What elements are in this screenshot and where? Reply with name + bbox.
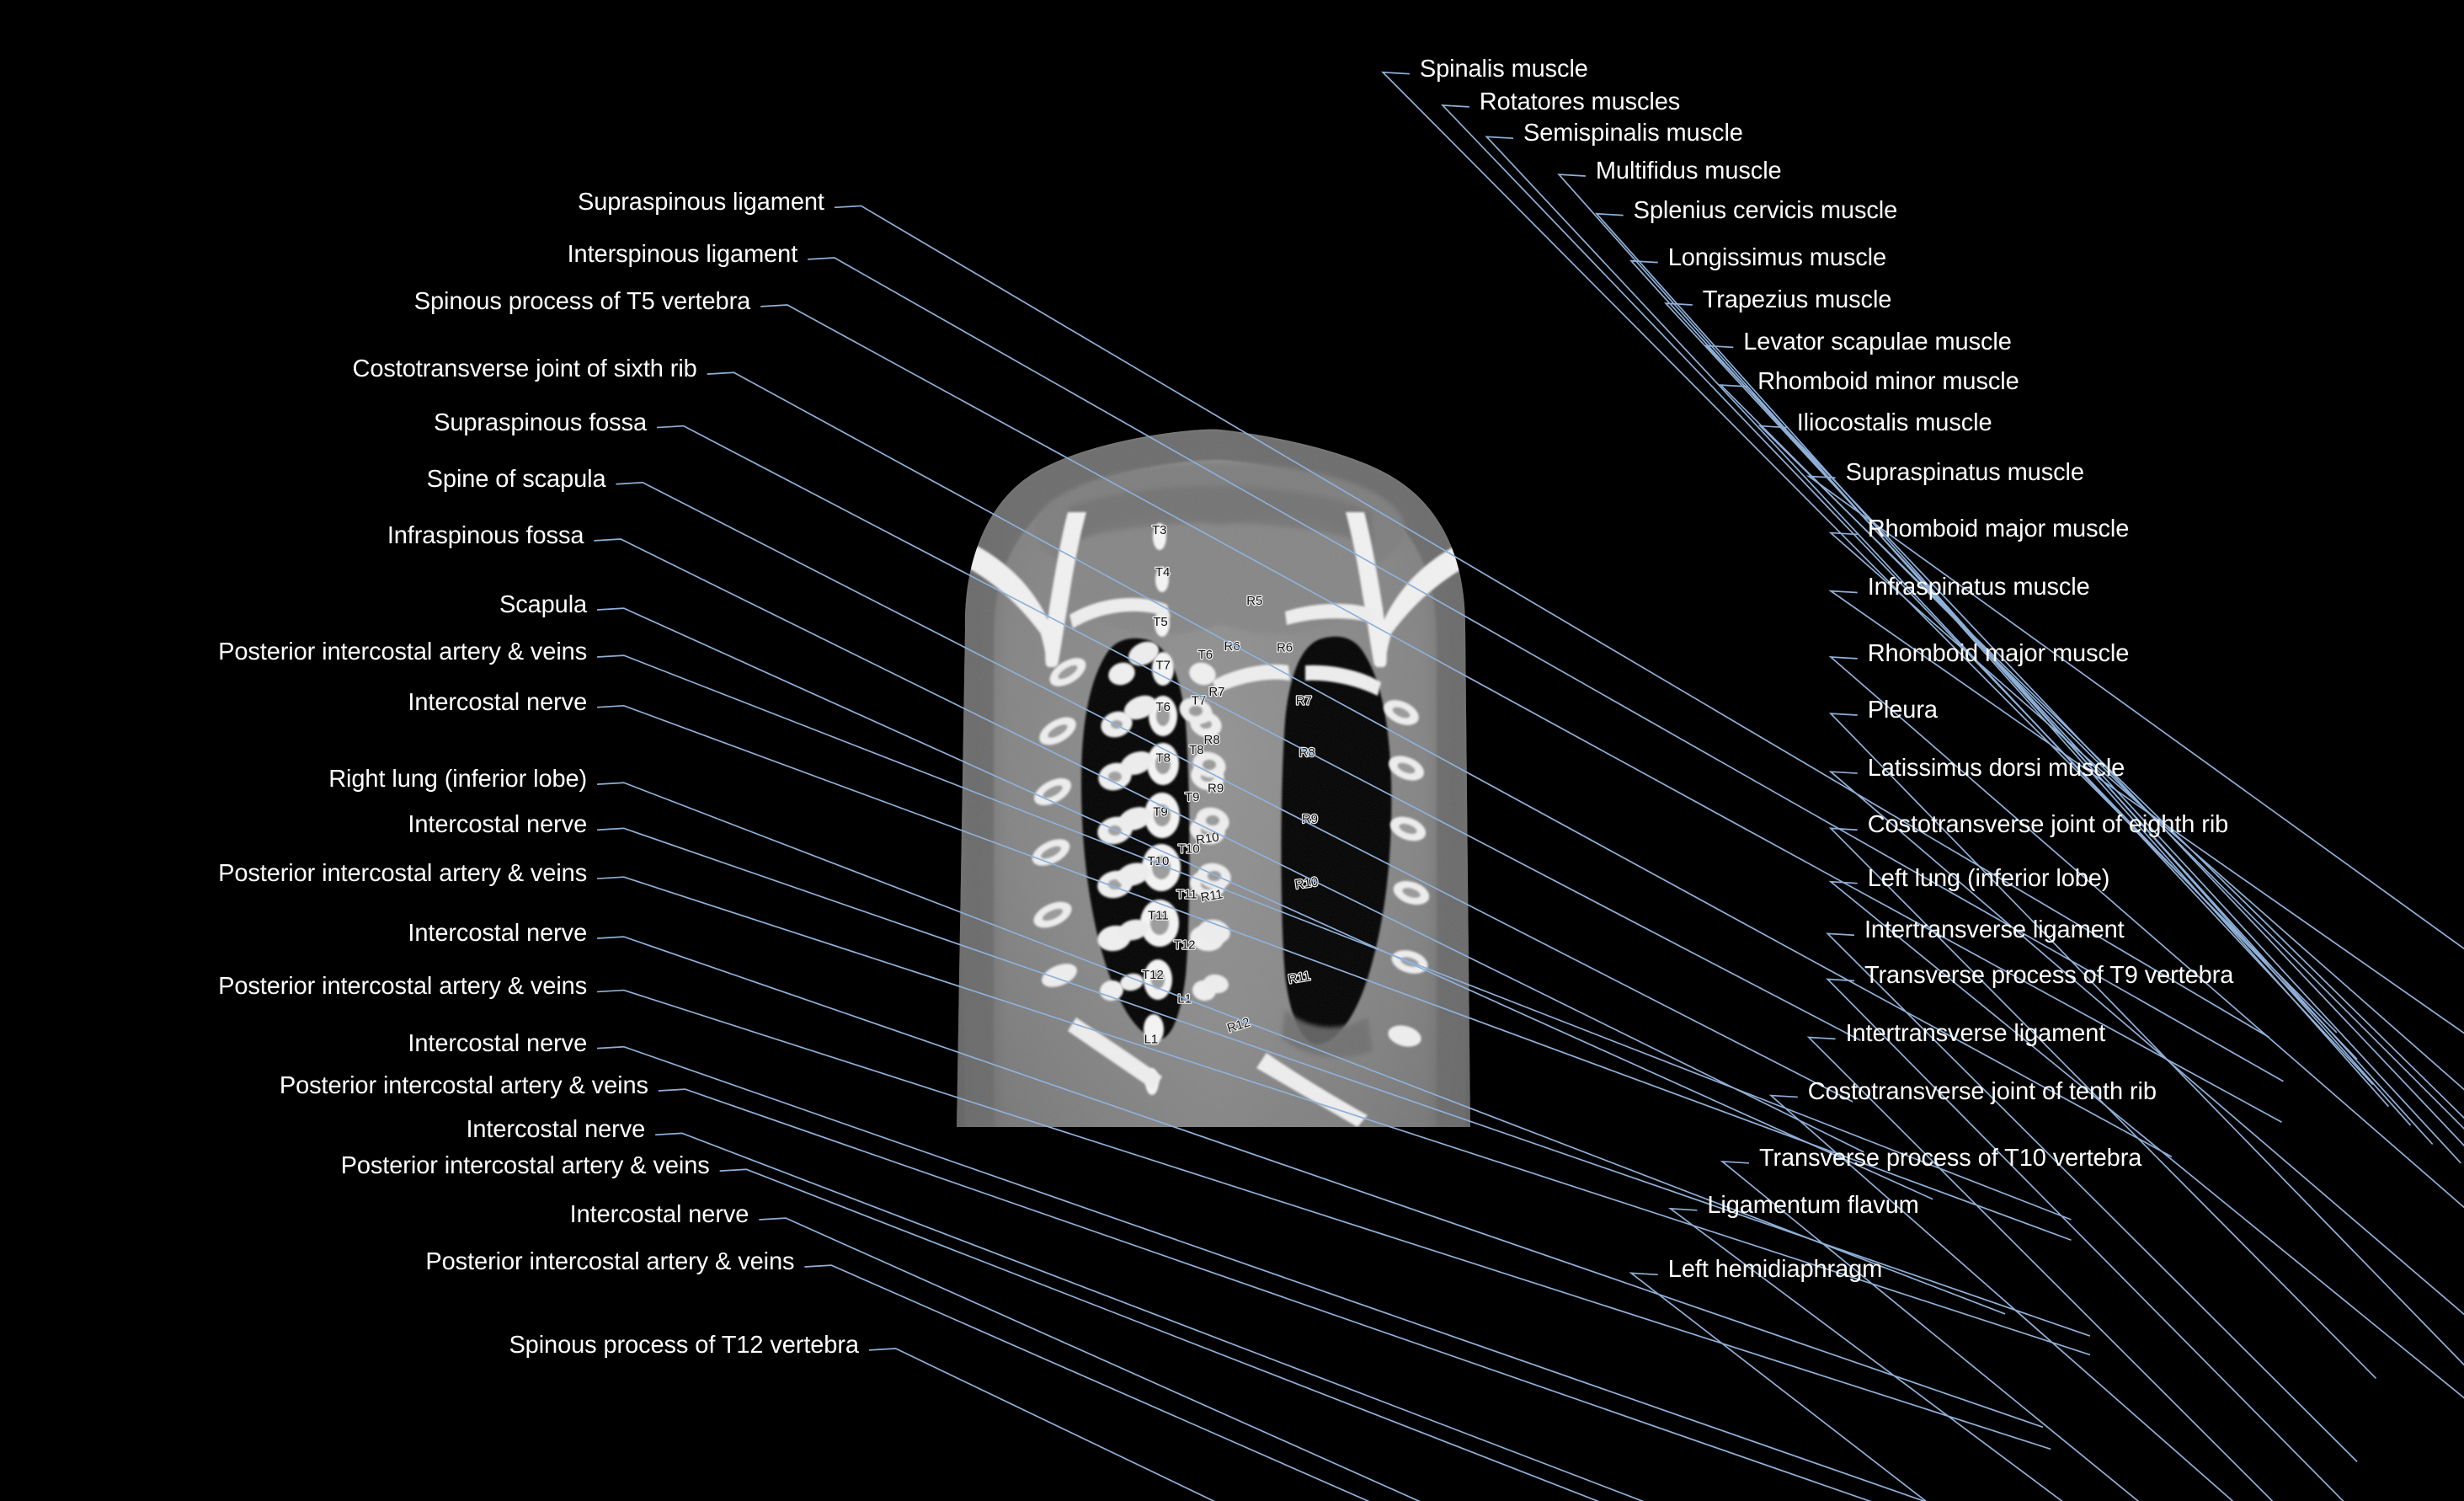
leader-line <box>1806 1036 2274 1501</box>
ct-bone-label: T6 <box>1155 700 1171 714</box>
anatomy-label-levator-scapulae-muscle[interactable]: Levator scapulae muscle <box>1743 329 2012 356</box>
anatomy-label-spine-of-scapula[interactable]: Spine of scapula <box>426 465 606 493</box>
anatomy-label-intercostal-nerve-4[interactable]: Intercostal nerve <box>408 1029 588 1057</box>
ct-bone-label: T6 <box>1198 648 1213 662</box>
ct-bone-label: R6 <box>1277 641 1293 655</box>
ct-bone-label: T8 <box>1189 743 1204 757</box>
anatomy-label-intercostal-nerve-3[interactable]: Intercostal nerve <box>408 919 588 947</box>
leader-line <box>1629 1272 1928 1501</box>
anatomy-label-supraspinatus-muscle[interactable]: Supraspinatus muscle <box>1845 459 2084 487</box>
ct-bone-label: L1 <box>1177 991 1192 1006</box>
anatomy-label-supraspinous-ligament[interactable]: Supraspinous ligament <box>577 189 824 216</box>
anatomy-label-rhomboid-major-muscle-2[interactable]: Rhomboid major muscle <box>1867 639 2130 667</box>
ct-bone-label: R5 <box>1246 594 1262 608</box>
ct-bone-label: T5 <box>1153 615 1168 629</box>
anatomy-label-spinalis-muscle[interactable]: Spinalis muscle <box>1419 55 1588 83</box>
leader-line <box>1828 590 2464 1034</box>
anatomy-label-pia-veins-2[interactable]: Posterior intercostal artery & veins <box>218 860 588 888</box>
anatomy-label-semispinalis-muscle[interactable]: Semispinalis muscle <box>1523 120 1743 147</box>
anatomy-label-longissimus-muscle[interactable]: Longissimus muscle <box>1667 243 1887 271</box>
anatomy-label-intercostal-nerve-1[interactable]: Intercostal nerve <box>408 688 588 716</box>
anatomy-label-spinous-process-t12[interactable]: Spinous process of T12 vertebra <box>509 1331 859 1359</box>
anatomy-label-supraspinous-fossa[interactable]: Supraspinous fossa <box>434 409 648 436</box>
ct-bone-label: T9 <box>1185 790 1200 804</box>
anatomy-label-infraspinous-fossa[interactable]: Infraspinous fossa <box>387 521 584 549</box>
anatomy-label-pia-veins-1[interactable]: Posterior intercostal artery & veins <box>218 638 588 665</box>
anatomy-label-pia-veins-5[interactable]: Posterior intercostal artery & veins <box>340 1152 710 1180</box>
anatomy-label-costotransverse-joint-tenth-rib[interactable]: Costotransverse joint of tenth rib <box>1807 1078 2157 1106</box>
leader-line <box>1667 1207 2063 1501</box>
anatomy-label-rhomboid-minor-muscle[interactable]: Rhomboid minor muscle <box>1757 368 2019 396</box>
anatomy-label-rotatores-muscles[interactable]: Rotatores muscles <box>1479 88 1681 115</box>
anatomy-label-infraspinatus-muscle[interactable]: Infraspinatus muscle <box>1867 574 2090 601</box>
anatomy-label-costotransverse-joint-sixth-rib[interactable]: Costotransverse joint of sixth rib <box>352 355 697 383</box>
anatomy-label-transverse-process-t10[interactable]: Transverse process of T10 vertebra <box>1758 1144 2142 1172</box>
leader-line <box>868 1348 1216 1501</box>
anatomy-label-pia-veins-6[interactable]: Posterior intercostal artery & veins <box>425 1247 795 1275</box>
ct-bone-label: R9 <box>1302 812 1318 826</box>
anatomy-label-costotransverse-joint-eighth-rib[interactable]: Costotransverse joint of eighth rib <box>1867 811 2229 839</box>
ct-bone-label: T7 <box>1192 694 1207 708</box>
leader-line <box>1629 259 2434 1145</box>
anatomy-label-left-lung-inferior-lobe[interactable]: Left lung (inferior lobe) <box>1867 864 2110 892</box>
ct-bone-label: R8 <box>1299 745 1315 760</box>
anatomy-label-pleura[interactable]: Pleura <box>1867 697 1938 724</box>
anatomy-label-multifidus-muscle[interactable]: Multifidus muscle <box>1595 157 1782 184</box>
ct-bone-label: R9 <box>1208 781 1224 795</box>
anatomy-label-right-lung-inferior-lobe[interactable]: Right lung (inferior lobe) <box>328 766 588 793</box>
anatomy-label-intercostal-nerve-2[interactable]: Intercostal nerve <box>408 811 588 839</box>
anatomy-label-latissimus-dorsi-muscle[interactable]: Latissimus dorsi muscle <box>1867 755 2125 783</box>
ct-bone-label: R6 <box>1224 639 1240 654</box>
anatomy-label-iliocostalis-muscle[interactable]: Iliocostalis muscle <box>1796 409 1992 436</box>
anatomy-label-left-hemidiaphragm[interactable]: Left hemidiaphragm <box>1667 1256 1883 1284</box>
anatomy-label-pia-veins-3[interactable]: Posterior intercostal artery & veins <box>218 973 588 1001</box>
anatomy-label-rhomboid-major-muscle-1[interactable]: Rhomboid major muscle <box>1867 515 2130 543</box>
anatomy-label-transverse-process-t9[interactable]: Transverse process of T9 vertebra <box>1864 962 2234 990</box>
leader-line <box>1826 978 2344 1501</box>
ct-bone-label: T3 <box>1152 523 1167 537</box>
anatomy-label-scapula[interactable]: Scapula <box>499 590 588 618</box>
ct-bone-label: T11 <box>1176 888 1197 902</box>
anatomy-label-ligamentum-flavum[interactable]: Ligamentum flavum <box>1707 1191 1919 1219</box>
anatomy-label-intercostal-nerve-5[interactable]: Intercostal nerve <box>466 1116 646 1144</box>
anatomy-label-intertransverse-ligament-1[interactable]: Intertransverse ligament <box>1864 916 2125 944</box>
ct-bone-label: T10 <box>1147 854 1169 868</box>
ct-bone-label: R8 <box>1204 733 1220 747</box>
anatomy-label-pia-veins-4[interactable]: Posterior intercostal artery & veins <box>279 1071 648 1099</box>
ct-bone-label: R7 <box>1208 685 1224 699</box>
anatomy-label-spinous-process-t5[interactable]: Spinous process of T5 vertebra <box>413 287 751 315</box>
ct-bone-label: T9 <box>1153 805 1168 820</box>
anatomy-label-interspinous-ligament[interactable]: Interspinous ligament <box>567 240 798 268</box>
ct-bone-label: R7 <box>1296 694 1312 708</box>
ct-bone-label: T4 <box>1155 565 1171 580</box>
leader-line <box>804 1264 1370 1501</box>
anatomy-label-splenius-cervicis-muscle[interactable]: Splenius cervicis muscle <box>1633 196 1898 224</box>
anatomy-label-intertransverse-ligament-2[interactable]: Intertransverse ligament <box>1845 1020 2106 1048</box>
leader-line <box>655 1132 1645 1501</box>
leader-line <box>1719 384 2464 1130</box>
anatomy-label-trapezius-muscle[interactable]: Trapezius muscle <box>1702 286 1892 313</box>
ct-bone-label: L1 <box>1144 1032 1159 1046</box>
ct-bone-label: T7 <box>1155 658 1171 672</box>
ct-bone-label: T12 <box>1142 968 1164 982</box>
ct-bone-label: T8 <box>1155 751 1171 766</box>
ct-bone-label: T11 <box>1148 908 1169 922</box>
ct-bone-label: T12 <box>1174 937 1196 952</box>
leader-line <box>719 1168 1600 1501</box>
anatomy-label-intercostal-nerve-6[interactable]: Intercostal nerve <box>569 1200 749 1228</box>
